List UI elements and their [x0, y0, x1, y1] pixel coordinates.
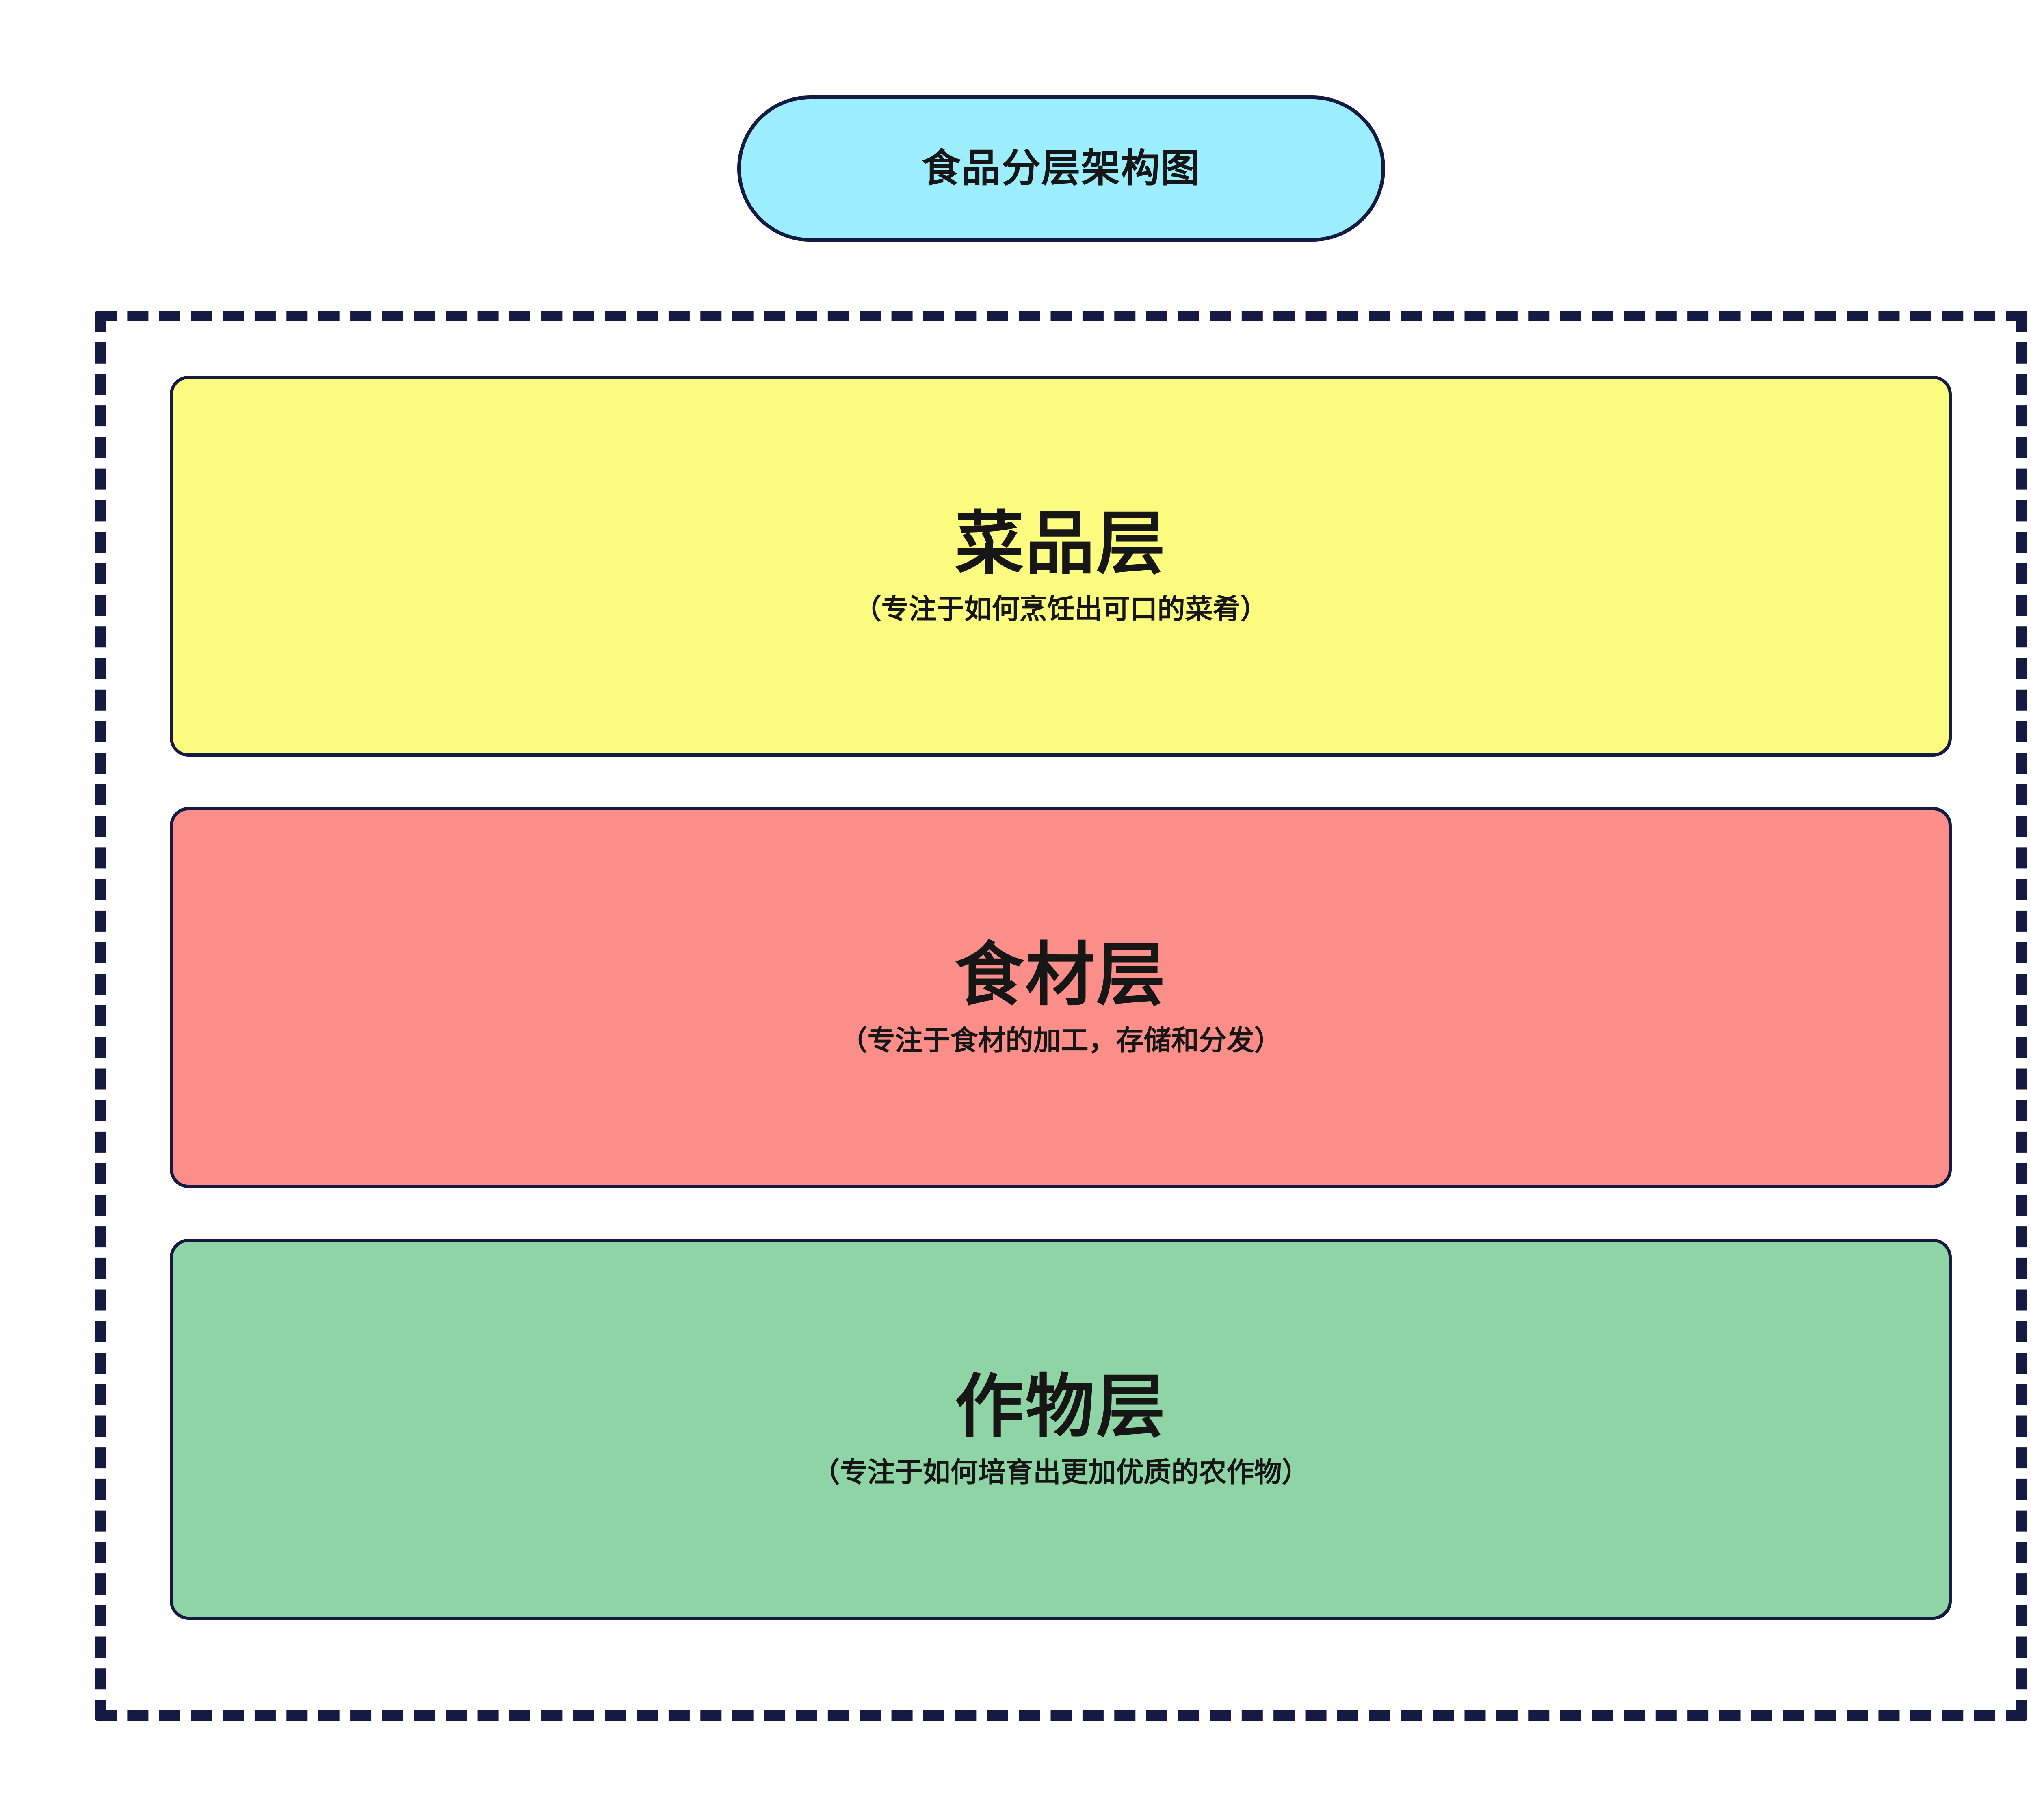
- layer-description-crop: （专注于如何培育出更加优质的农作物）: [812, 1456, 1310, 1488]
- diagram-title-pill: 食品分层架构图: [737, 95, 1385, 242]
- layer-box-ingredient: 食材层 （专注于食材的加工，存储和分发）: [170, 807, 1952, 1188]
- layer-box-crop: 作物层 （专注于如何培育出更加优质的农作物）: [170, 1239, 1952, 1620]
- layer-title-dish: 菜品层: [955, 505, 1167, 583]
- layers-dashed-container: [95, 311, 2027, 1721]
- diagram-title-text: 食品分层架构图: [922, 147, 1201, 190]
- layer-description-ingredient: （专注于食材的加工，存储和分发）: [840, 1025, 1282, 1056]
- layer-title-ingredient: 食材层: [955, 937, 1167, 1014]
- layer-box-dish: 菜品层 （专注于如何烹饪出可口的菜肴）: [170, 376, 1952, 757]
- layer-title-crop: 作物层: [955, 1368, 1167, 1446]
- layer-description-dish: （专注于如何烹饪出可口的菜肴）: [853, 593, 1268, 625]
